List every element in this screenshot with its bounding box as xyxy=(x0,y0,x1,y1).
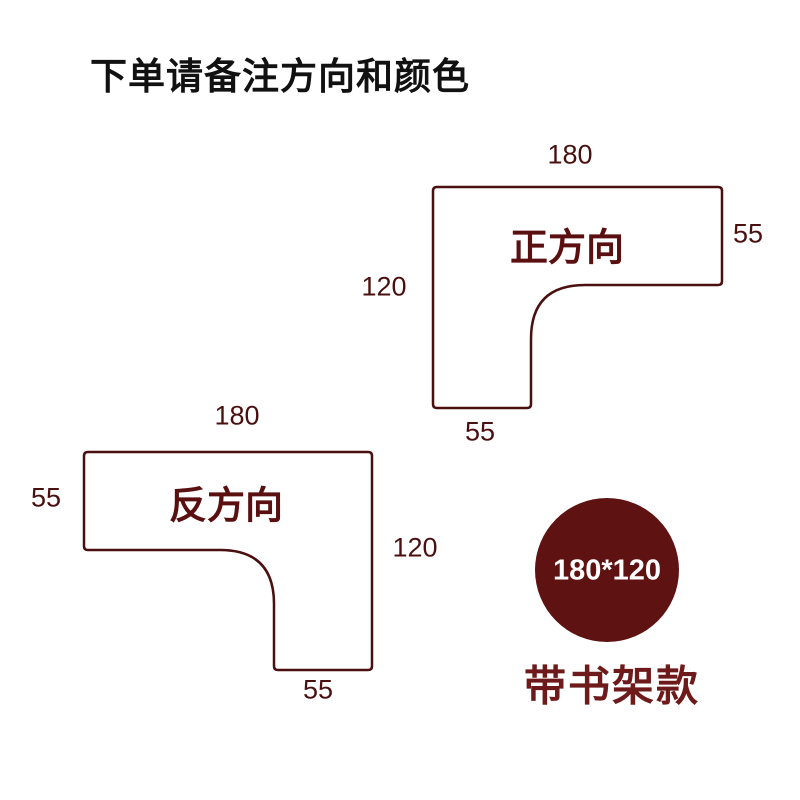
forward-right-dimension: 55 xyxy=(732,218,764,249)
variant-label: 带书架款 xyxy=(523,661,701,711)
forward-desk-outline xyxy=(431,185,724,410)
forward-top-dimension: 180 xyxy=(547,139,593,170)
forward-bottom-dimension: 55 xyxy=(464,416,496,447)
reverse-left-dimension: 55 xyxy=(30,482,62,513)
forward-direction-label: 正方向 xyxy=(509,225,625,270)
reverse-bottom-dimension: 55 xyxy=(302,674,334,705)
size-badge-text: 180*120 xyxy=(552,554,662,587)
reverse-top-dimension: 180 xyxy=(214,400,260,431)
page-title: 下单请备注方向和颜色 xyxy=(90,55,470,98)
reverse-desk-outline xyxy=(82,450,374,672)
size-badge-circle xyxy=(535,498,679,642)
reverse-right-dimension: 120 xyxy=(392,532,438,563)
forward-left-dimension: 120 xyxy=(361,271,407,302)
reverse-direction-label: 反方向 xyxy=(168,483,284,528)
